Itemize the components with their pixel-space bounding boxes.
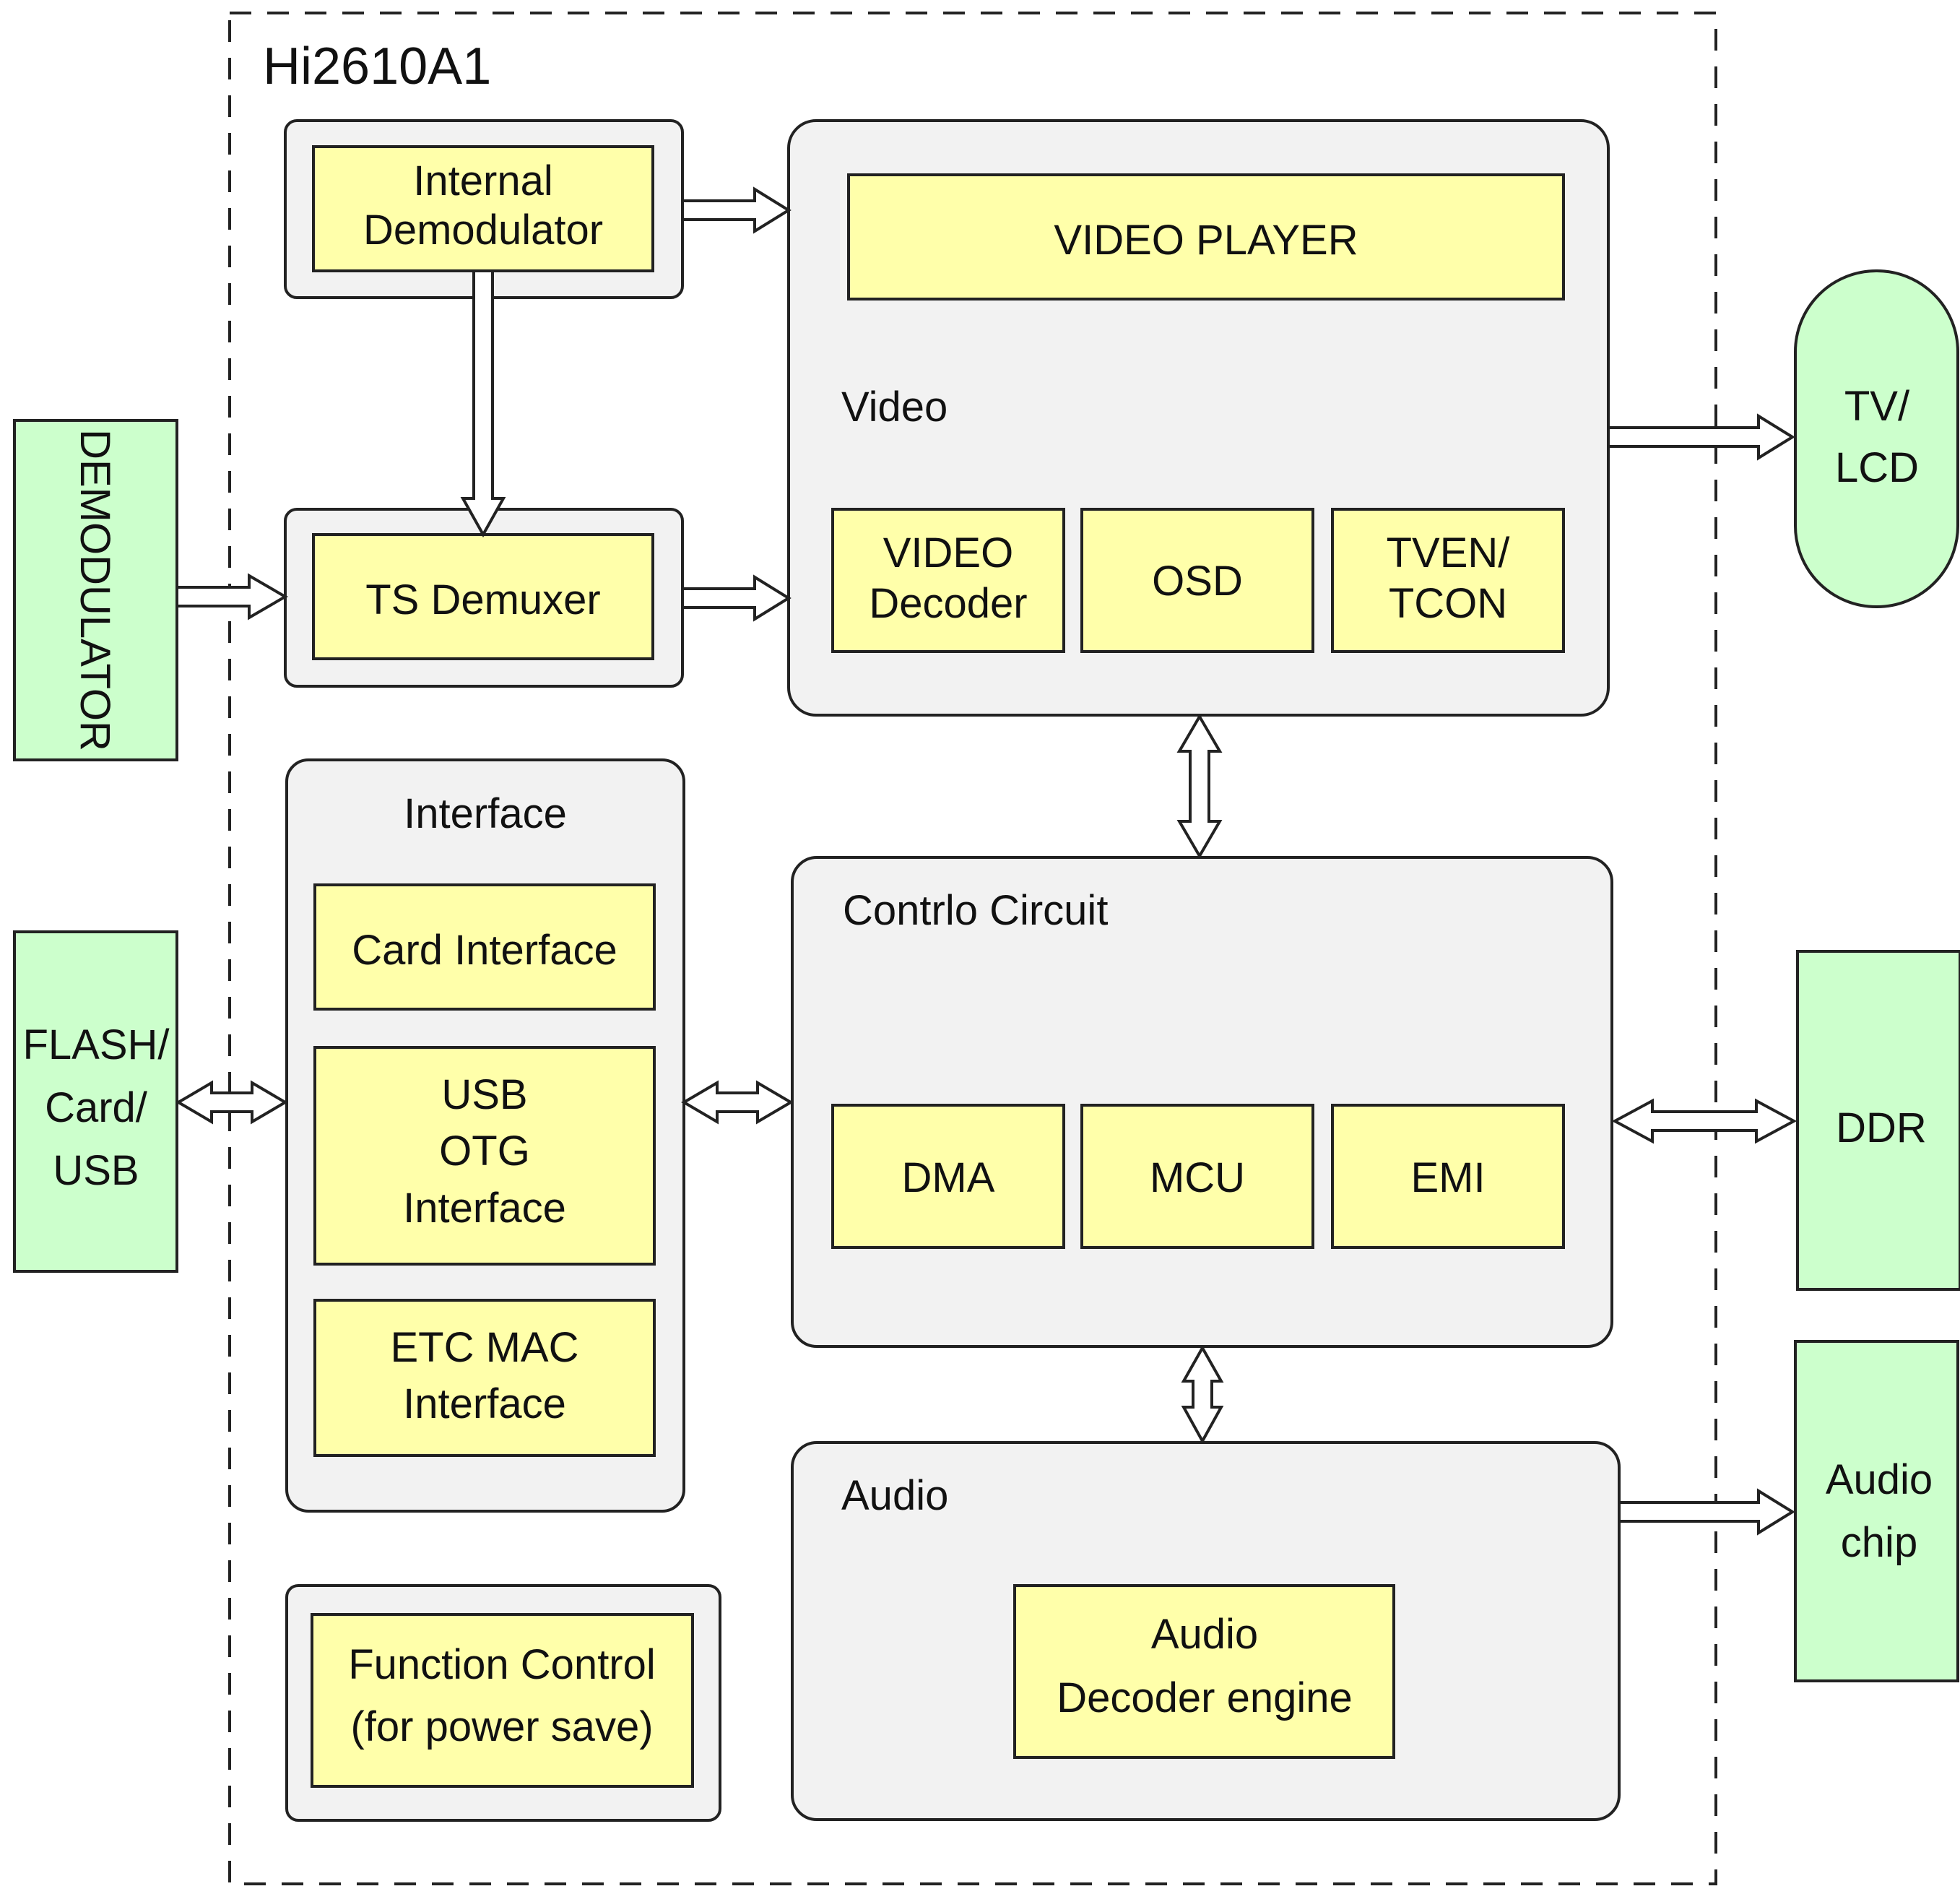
arrow-video-to-tv-lcd — [1607, 413, 1795, 461]
emi-block — [1331, 1104, 1565, 1249]
arrow-ts-demuxer-to-video — [681, 574, 792, 622]
video-player-label: VIDEO PLAYER — [1054, 217, 1358, 264]
tven-tcon-label-line2: TCON — [1389, 580, 1507, 627]
etc-mac-label-line2: Interface — [403, 1380, 566, 1427]
audio-chip-block — [1794, 1340, 1959, 1682]
card-interface-block — [313, 883, 656, 1011]
arrow-flash-interface-bidirectional — [175, 1080, 288, 1125]
arrow-control-ddr-bidirectional — [1611, 1098, 1798, 1144]
tven-tcon-block — [1331, 508, 1565, 653]
osd-block — [1080, 508, 1314, 653]
tv-lcd-label-line2: LCD — [1835, 444, 1919, 491]
arrow-internal-demod-to-video — [681, 186, 792, 234]
flash-label-line3: USB — [53, 1147, 139, 1194]
video-decoder-label-line2: Decoder — [869, 580, 1027, 627]
usb-otg-block — [313, 1046, 656, 1266]
interface-group-label: Interface — [404, 790, 567, 837]
mcu-label: MCU — [1150, 1154, 1245, 1201]
video-group-label: Video — [841, 384, 948, 431]
audio-decoder-label-line2: Decoder engine — [1057, 1674, 1353, 1721]
audio-decoder-label-line1: Audio — [1151, 1611, 1258, 1658]
card-interface-label: Card Interface — [352, 927, 617, 974]
ts-demuxer-block — [312, 533, 654, 660]
demodulator-block — [13, 419, 178, 761]
arrow-internal-demod-to-ts-demuxer — [460, 269, 506, 538]
arrow-video-control-bidirectional — [1176, 714, 1223, 859]
etc-mac-block — [313, 1299, 656, 1457]
mcu-block — [1080, 1104, 1314, 1249]
osd-label: OSD — [1152, 558, 1243, 605]
audio-decoder-block — [1013, 1584, 1395, 1759]
chip-title: Hi2610A1 — [263, 38, 491, 95]
function-control-block — [311, 1613, 694, 1788]
usb-otg-label-line2: OTG — [439, 1128, 530, 1175]
function-control-label-line2: (for power save) — [350, 1703, 653, 1750]
ts-demuxer-label: TS Demuxer — [365, 576, 601, 623]
audio-chip-label-line1: Audio — [1826, 1456, 1933, 1503]
dma-label: DMA — [902, 1154, 995, 1201]
internal-demodulator-label-line1: Internal — [413, 157, 552, 204]
ddr-block — [1796, 950, 1960, 1291]
arrow-demodulator-to-ts-demuxer — [175, 573, 288, 620]
usb-otg-label-line1: USB — [441, 1071, 527, 1118]
etc-mac-label-line1: ETC MAC — [391, 1324, 579, 1371]
function-control-label-line1: Function Control — [348, 1641, 656, 1688]
audio-group-label: Audio — [841, 1472, 948, 1519]
dma-block — [831, 1104, 1065, 1249]
arrow-audio-to-audio-chip — [1618, 1488, 1795, 1536]
chip-boundary — [228, 12, 1717, 1885]
arrow-interface-control-bidirectional — [681, 1080, 794, 1125]
tv-lcd-label-line1: TV/ — [1844, 383, 1910, 430]
arrow-control-audio-bidirectional — [1181, 1344, 1224, 1445]
flash-card-usb-block — [13, 930, 178, 1273]
internal-demodulator-block — [312, 145, 654, 272]
control-circuit-group-label: Contrlo Circuit — [843, 887, 1108, 934]
tven-tcon-label-line1: TVEN/ — [1387, 529, 1511, 576]
emi-label: EMI — [1410, 1154, 1485, 1201]
audio-chip-label-line2: chip — [1841, 1519, 1917, 1566]
flash-label-line1: FLASH/ — [22, 1021, 170, 1068]
video-player-block — [847, 173, 1565, 300]
video-decoder-block — [831, 508, 1065, 653]
flash-label-line2: Card/ — [45, 1084, 148, 1131]
internal-demodulator-label-line2: Demodulator — [363, 207, 603, 254]
video-decoder-label-line1: VIDEO — [883, 529, 1014, 576]
usb-otg-label-line3: Interface — [403, 1185, 566, 1232]
tv-lcd-block — [1794, 269, 1959, 608]
ddr-label: DDR — [1836, 1104, 1927, 1151]
demodulator-label: DEMODULATOR — [71, 429, 118, 751]
